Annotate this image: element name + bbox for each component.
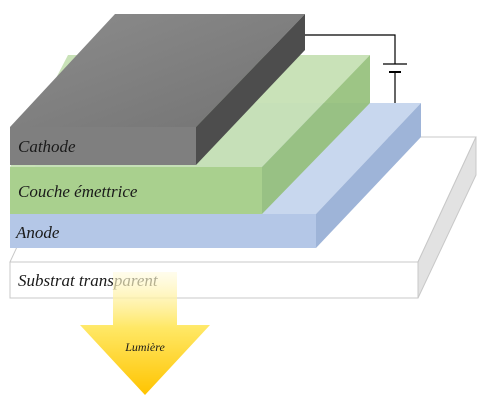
emitter-side-face [262,55,370,214]
anode-side-face [316,103,421,248]
light-arrow: Lumière [80,272,210,395]
cathode-top-face [10,14,305,127]
circuit-wire-cathode [305,34,396,64]
light-arrow-shape [80,272,210,395]
cathode-layer: Cathode [10,14,305,165]
emitter-front-face [10,167,262,214]
cathode-side-face [196,14,305,165]
cathode-label: Cathode [18,137,76,156]
light-arrow-label: Lumière [124,340,165,354]
anode-front-face [10,214,316,248]
substrate-front-face [9,261,419,299]
battery-circuit [305,34,407,103]
emitter-label: Couche émettrice [18,182,138,201]
cathode-front-face [10,127,196,165]
anode-label: Anode [15,223,60,242]
